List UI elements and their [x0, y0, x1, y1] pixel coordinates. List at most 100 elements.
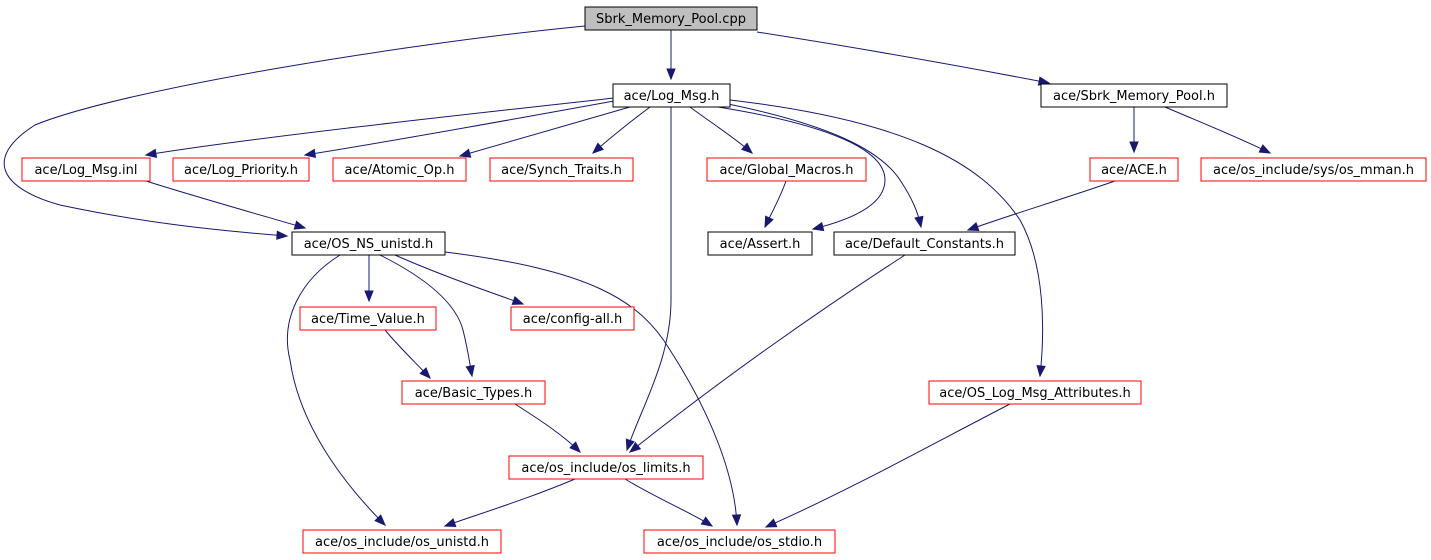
edge-line [514, 403, 581, 453]
edge-os_ns_unistd-to-time_value [364, 255, 374, 303]
edge-line [459, 106, 631, 157]
node-log-msg-inl[interactable]: ace/Log_Msg.inl [21, 157, 151, 182]
node-time-value[interactable]: ace/Time_Value.h [299, 306, 437, 331]
node-box [706, 157, 867, 182]
edge-log_msg_h-to-os_limits [625, 107, 672, 452]
node-box [291, 231, 446, 256]
node-label: ace/Synch_Traits.h [501, 163, 622, 178]
arrowhead-icon [364, 290, 374, 303]
edge-line [729, 99, 1044, 377]
arrowhead-icon [811, 221, 825, 232]
arrowhead-icon [1129, 141, 1139, 154]
edge-time_value-to-basic_types [384, 329, 431, 379]
arrowhead-icon [458, 148, 472, 158]
edge-sbrk_h-to-os_mman [1164, 106, 1272, 154]
arrowhead-icon [465, 364, 475, 378]
node-label: ace/ACE.h [1101, 163, 1167, 178]
node-label: ace/Sbrk_Memory_Pool.h [1053, 89, 1215, 104]
edge-line [967, 180, 1116, 231]
node-os-unistd[interactable]: ace/os_include/os_unistd.h [302, 529, 502, 554]
edge-log_msg_h-to-default_constants [727, 103, 924, 229]
edge-os_limits-to-os_stdio [624, 478, 714, 527]
edge-sbrk_cpp-to-log_msg_h [666, 30, 676, 81]
node-label: ace/os_include/os_unistd.h [315, 535, 489, 550]
node-default-constants[interactable]: ace/Default_Constants.h [833, 231, 1016, 256]
node-label: ace/os_include/os_stdio.h [657, 535, 822, 550]
edge-line [592, 106, 651, 154]
edge-line [717, 106, 886, 230]
node-label: ace/os_include/os_limits.h [521, 461, 690, 476]
node-assert-h[interactable]: ace/Assert.h [707, 231, 813, 256]
node-label: ace/Log_Priority.h [184, 163, 298, 178]
edge-line [3, 25, 586, 237]
arrowhead-icon [914, 215, 924, 229]
node-box [401, 380, 546, 405]
node-label: ace/OS_Log_Msg_Attributes.h [939, 386, 1130, 401]
node-box [510, 306, 635, 331]
node-box [707, 231, 813, 256]
node-config-all[interactable]: ace/config-all.h [510, 306, 635, 331]
node-label: Sbrk_Memory_Pool.cpp [596, 12, 746, 27]
node-synch-traits[interactable]: ace/Synch_Traits.h [489, 157, 634, 182]
node-label: ace/Time_Value.h [311, 312, 425, 327]
edge-log_msg_h-to-atomic_op [458, 106, 631, 158]
node-os-limits[interactable]: ace/os_include/os_limits.h [508, 455, 704, 480]
node-label: ace/os_include/sys/os_mman.h [1213, 163, 1414, 178]
edge-log_msg_inl-to-os_ns_unistd [145, 180, 307, 230]
node-log-msg-h[interactable]: ace/Log_Msg.h [612, 83, 731, 108]
node-sbrk-cpp[interactable]: Sbrk_Memory_Pool.cpp [584, 6, 758, 31]
node-os-log-msg-attr[interactable]: ace/OS_Log_Msg_Attributes.h [928, 380, 1142, 405]
edge-line [444, 251, 738, 526]
edge-line [304, 100, 615, 156]
node-os-ns-unistd[interactable]: ace/OS_NS_unistd.h [291, 231, 446, 256]
arrowhead-icon [1258, 144, 1272, 154]
edge-line [689, 106, 753, 154]
edge-ace_h-to-default_constants [966, 180, 1116, 231]
arrowhead-icon [625, 438, 635, 452]
edge-global_macros-to-assert_h [764, 180, 787, 229]
node-label: ace/config-all.h [523, 312, 623, 327]
node-label: ace/Atomic_Op.h [345, 163, 455, 178]
arrowhead-icon [419, 367, 431, 379]
node-box [489, 157, 634, 182]
arrowhead-icon [303, 148, 317, 159]
node-box [833, 231, 1016, 256]
arrowhead-icon [666, 68, 676, 81]
node-box [21, 157, 151, 182]
edge-basic_types-to-os_limits [514, 403, 581, 453]
node-global-macros[interactable]: ace/Global_Macros.h [706, 157, 867, 182]
arrowhead-icon [740, 142, 754, 154]
node-os-mman[interactable]: ace/os_include/sys/os_mman.h [1200, 157, 1427, 182]
node-label: ace/Assert.h [720, 237, 801, 252]
node-box [172, 157, 310, 182]
edge-line [394, 254, 524, 305]
edge-log_msg_h-to-assert_h [717, 106, 886, 232]
node-ace-h[interactable]: ace/ACE.h [1089, 157, 1179, 182]
arrowhead-icon [591, 142, 605, 154]
node-log-priority[interactable]: ace/Log_Priority.h [172, 157, 310, 182]
edge-log_msg_h-to-os_log_msg_attr [729, 99, 1046, 378]
edge-os_ns_unistd-to-os_stdio [444, 251, 742, 527]
node-box [584, 6, 758, 31]
edge-os_limits-to-os_unistd [443, 478, 576, 528]
node-atomic-op[interactable]: ace/Atomic_Op.h [332, 157, 467, 182]
node-label: ace/Log_Msg.h [624, 89, 720, 104]
arrowhead-icon [700, 516, 714, 527]
edge-line [379, 254, 473, 377]
edge-sbrk_h-to-ace_h [1129, 107, 1139, 154]
arrowhead-icon [628, 441, 642, 453]
arrowhead-icon [764, 215, 774, 229]
edge-line [145, 97, 615, 156]
edge-os_log_msg_attr-to-os_stdio [764, 403, 1011, 528]
node-sbrk-h[interactable]: ace/Sbrk_Memory_Pool.h [1040, 83, 1228, 108]
node-box [1200, 157, 1427, 182]
arrowhead-icon [511, 295, 525, 305]
node-basic-types[interactable]: ace/Basic_Types.h [401, 380, 546, 405]
node-box [299, 306, 437, 331]
node-box [302, 529, 502, 554]
edge-log_msg_h-to-log_msg_inl [144, 97, 615, 158]
node-box [643, 529, 836, 554]
node-os-stdio[interactable]: ace/os_include/os_stdio.h [643, 529, 836, 554]
arrowhead-icon [569, 441, 581, 453]
edge-default_constants-to-os_limits [628, 254, 906, 453]
